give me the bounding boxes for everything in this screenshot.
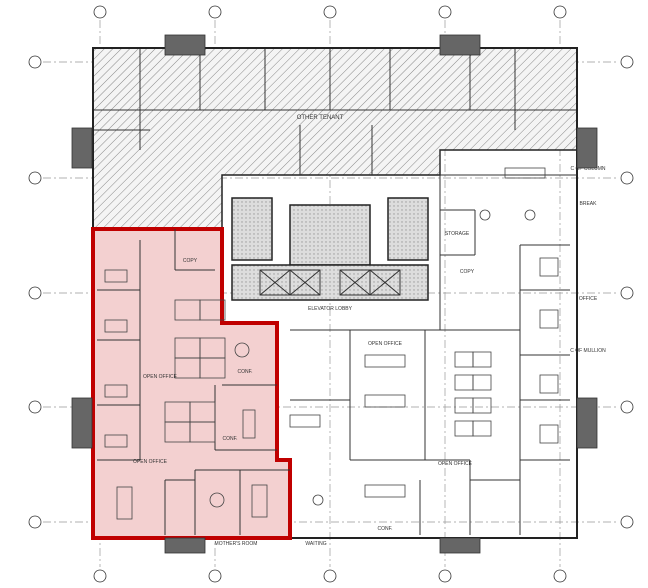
open-office-label: OPEN OFFICE: [133, 459, 168, 465]
storage-label: STORAGE: [445, 231, 470, 237]
other-furniture: [289, 167, 559, 506]
open-office-label: OPEN OFFICE: [438, 461, 473, 467]
tenant-walls: [93, 48, 577, 175]
elevator-lobby-label: ELEVATOR LOBBY: [308, 306, 353, 312]
conf-label: CONF.: [238, 369, 253, 375]
highlighted-suite[interactable]: [91, 227, 292, 540]
grid-bubbles: [28, 5, 634, 583]
mothers-room-label: MOTHER'S ROOM: [215, 541, 258, 547]
conf-label: CONF.: [223, 436, 238, 442]
mullion-centerline-label: C OF MULLION: [570, 348, 606, 354]
office-label: OFFICE: [579, 296, 598, 302]
column-centerline-label: C OF COLUMN: [571, 166, 606, 172]
structural-columns: [71, 34, 598, 554]
open-office-label: OPEN OFFICE: [368, 341, 403, 347]
copy-label: COPY: [183, 258, 198, 264]
waiting-label: WAITING: [305, 541, 326, 547]
other-tenant-area: [92, 47, 578, 229]
open-office-label: OPEN OFFICE: [143, 374, 178, 380]
copy-label: COPY: [460, 269, 475, 275]
workstations: [104, 269, 268, 520]
conf-label: CONF.: [378, 526, 393, 532]
other-suite-walls: [290, 150, 577, 535]
building-core: [231, 197, 429, 301]
break-label: BREAK: [580, 201, 598, 207]
other-tenant-label: OTHER TENANT: [297, 115, 344, 121]
